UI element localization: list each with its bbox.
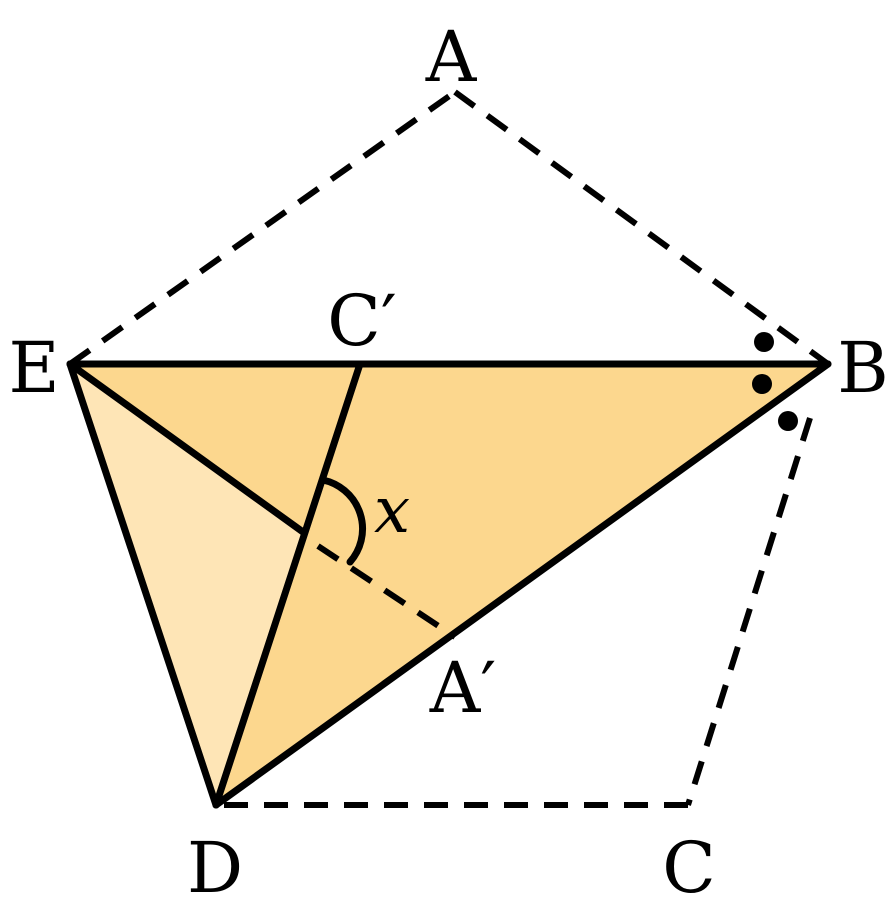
label-e: E	[8, 327, 59, 409]
segment-a-prime-dashed	[316, 543, 457, 640]
edge-b-c-dashed	[685, 417, 813, 806]
edge-d-e	[66, 360, 220, 809]
label-angle-x: x	[374, 474, 410, 548]
label-d: D	[187, 827, 243, 909]
angle-dot-1	[754, 332, 774, 352]
label-c-prime: C′	[327, 280, 396, 362]
label-a-prime: A′	[429, 647, 496, 729]
edge-b-d	[212, 360, 832, 809]
angle-x-arc	[319, 476, 367, 566]
label-c: C	[662, 827, 716, 909]
segment-e-p	[66, 360, 307, 536]
label-a: A	[425, 16, 478, 98]
triangle-e-d-p-light	[70, 364, 303, 805]
triangle-e-c-prime-p	[70, 364, 360, 532]
angle-dot-3	[778, 411, 798, 431]
edge-a-b-dashed	[453, 89, 830, 367]
angle-dot-2	[752, 374, 772, 394]
segment-c-prime-d	[212, 360, 364, 809]
label-b: B	[837, 327, 888, 409]
edge-e-a-dashed	[68, 89, 457, 367]
